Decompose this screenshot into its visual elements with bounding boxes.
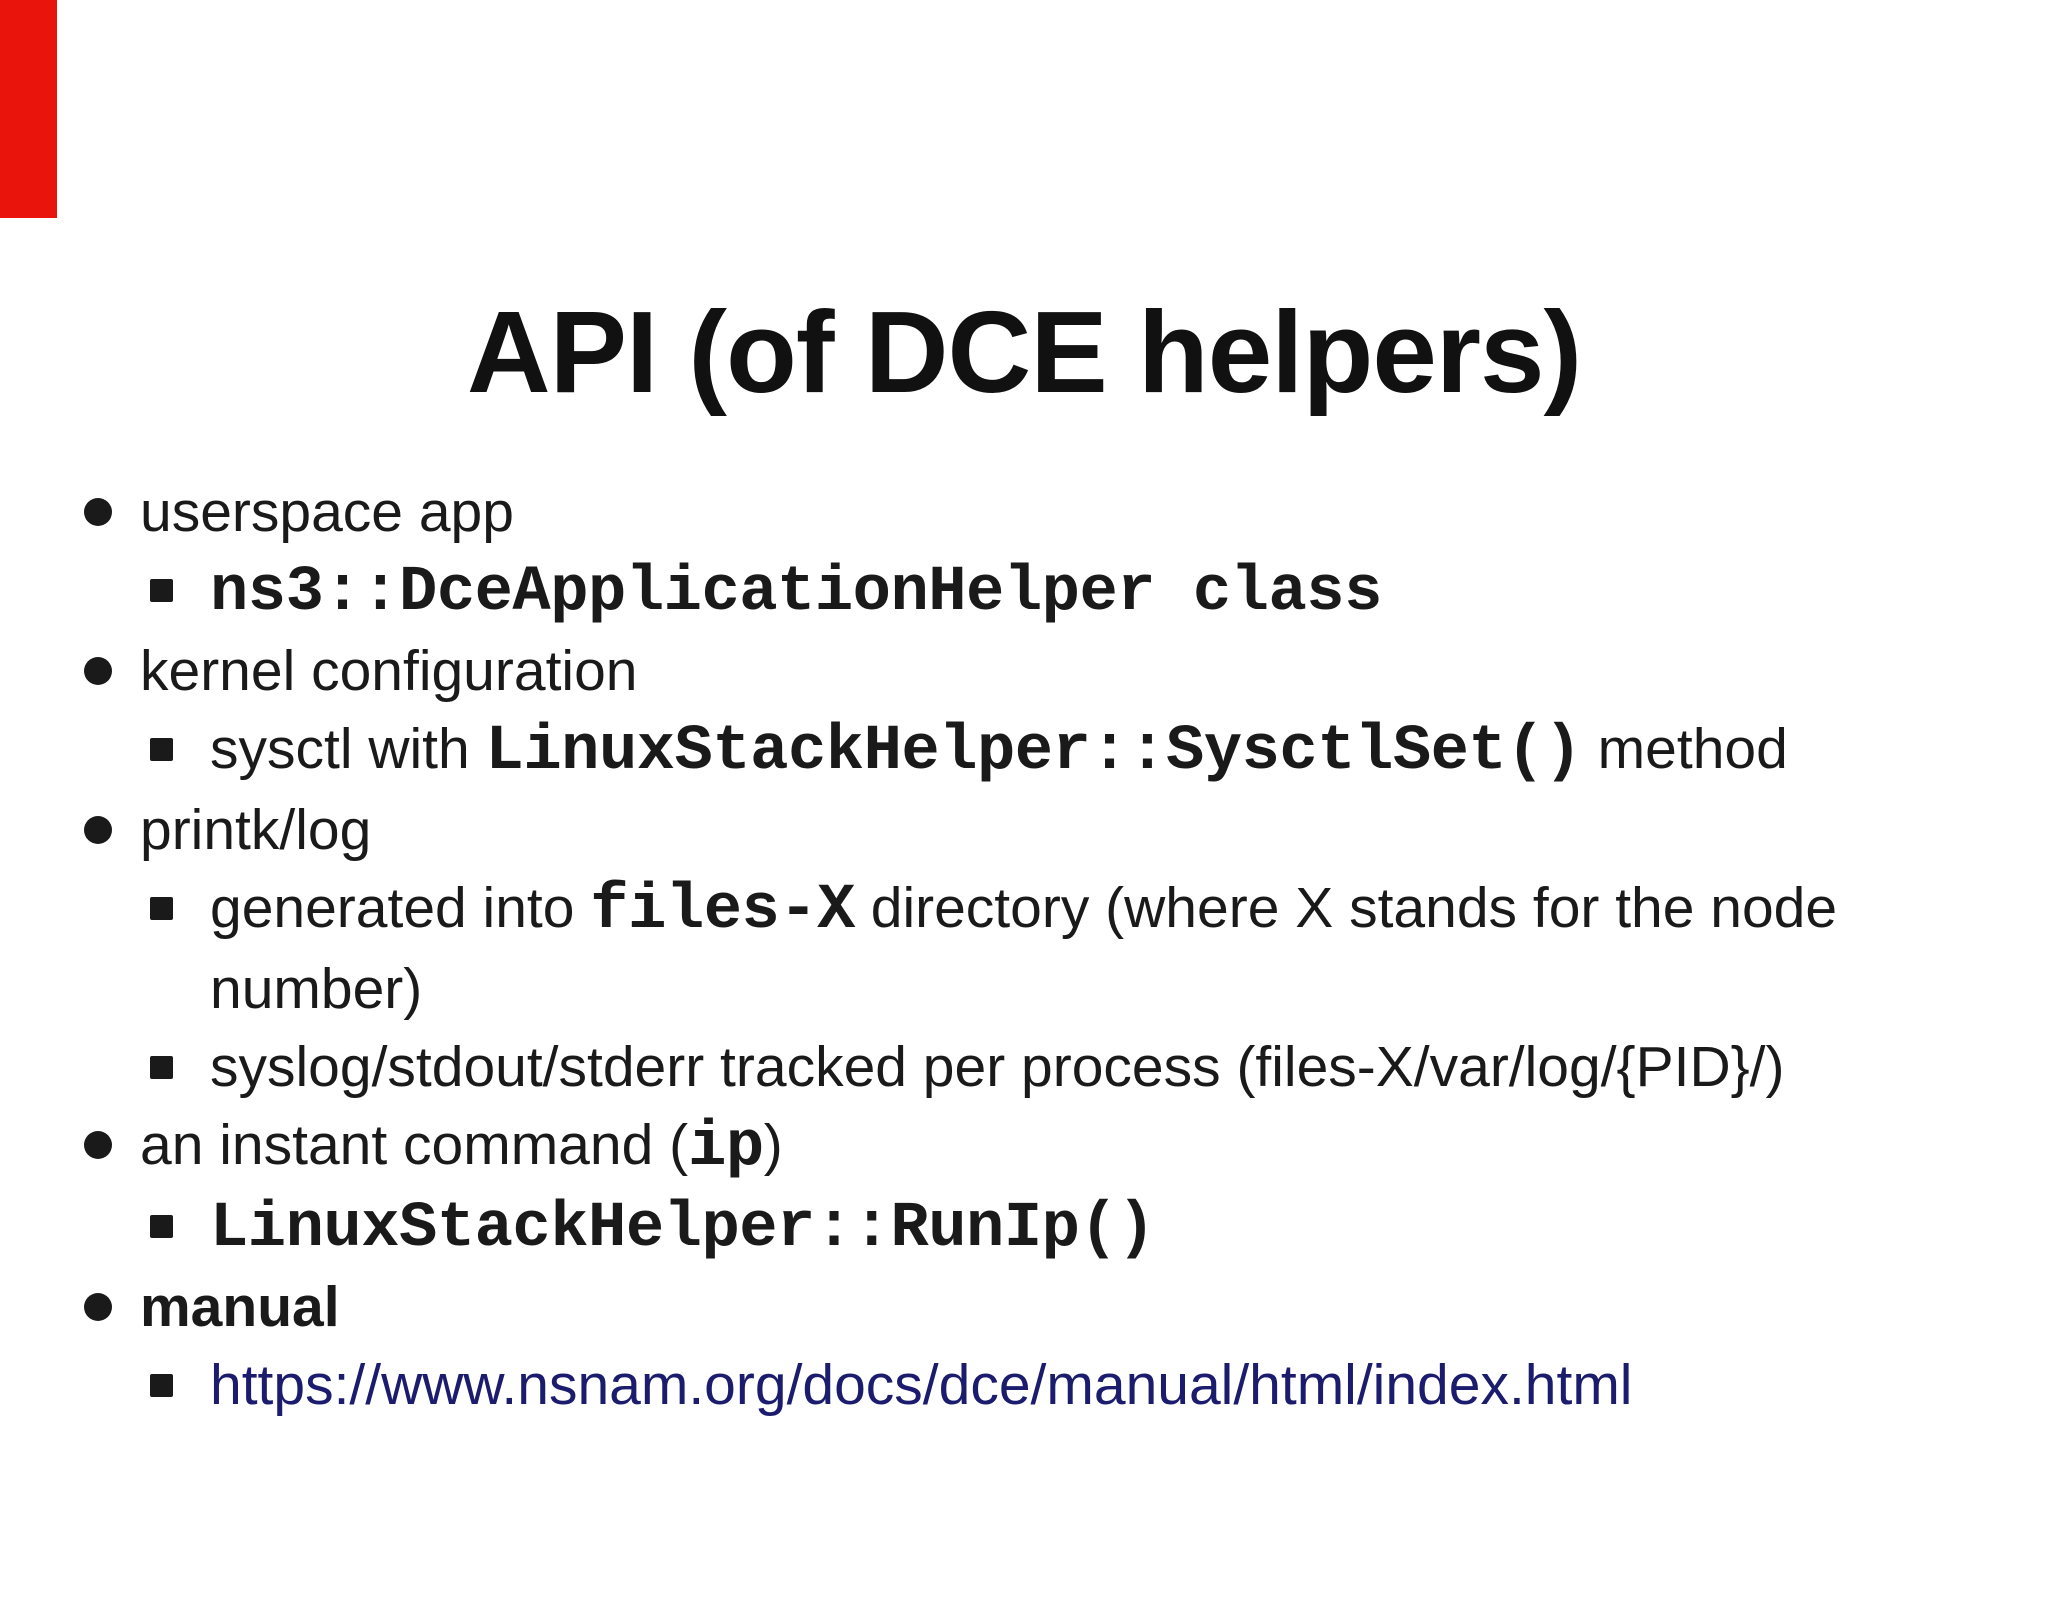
bullet-text: directory (where X stands for the node: [854, 876, 1838, 941]
bullet-item: an instant command (ip): [0, 1106, 1940, 1187]
bullet-dot-icon: [84, 1131, 112, 1160]
bullet-square-icon: [150, 738, 173, 762]
bullet-square-icon: [150, 1215, 173, 1239]
bullet-square-icon: [150, 579, 173, 603]
sub-bullet-item: https://www.nsnam.org/docs/dce/manual/ht…: [0, 1346, 1970, 1424]
manual-link[interactable]: https://www.nsnam.org/docs/dce/manual/ht…: [210, 1353, 1633, 1418]
bullet-text: generated into: [210, 876, 591, 941]
sub-bullet-item: ns3::DceApplicationHelper class: [0, 551, 1970, 632]
inline-code: LinuxStackHelper::SysctlSet(): [485, 716, 1583, 789]
bullet-square-icon: [150, 1374, 173, 1398]
bullet-text: ): [763, 1113, 783, 1178]
bullet-text: method: [1581, 717, 1788, 782]
bullet-dot-icon: [84, 498, 112, 527]
sub-bullet-item: syslog/stdout/stderr tracked per process…: [0, 1028, 1970, 1106]
slide-title: API (of DCE helpers): [466, 287, 1582, 417]
bullet-text: manual: [140, 1275, 340, 1340]
bullet-dot-icon: [84, 1293, 112, 1322]
bullet-dot-icon: [84, 657, 112, 686]
bullet-item: kernel configuration: [0, 632, 1940, 710]
bullet-dot-icon: [84, 816, 112, 845]
bullet-square-icon: [150, 897, 173, 921]
bullet-item: userspace app: [0, 473, 1940, 551]
bullet-text: printk/log: [140, 798, 372, 863]
inline-code: LinuxStackHelper::RunIp(): [210, 1193, 1156, 1266]
red-marker-bar: [0, 0, 57, 218]
inline-code: ip: [688, 1112, 764, 1185]
sub-bullet-item: sysctl with LinuxStackHelper::SysctlSet(…: [0, 710, 1970, 791]
inline-code: files-X: [590, 875, 855, 948]
sub-bullet-item: LinuxStackHelper::RunIp(): [0, 1187, 1970, 1268]
sub-bullet-item: generated into files-X directory (where …: [0, 869, 1970, 1028]
bullet-square-icon: [150, 1056, 173, 1080]
bullet-text: kernel configuration: [140, 639, 638, 704]
bullet-text: an instant command (: [140, 1113, 689, 1178]
bullet-text: userspace app: [140, 480, 514, 545]
bullet-text: number): [210, 957, 423, 1022]
bullet-item: manual: [0, 1268, 1940, 1346]
bullet-text: syslog/stdout/stderr tracked per process…: [210, 1035, 1785, 1100]
bullet-item: printk/log: [0, 791, 1940, 869]
bullet-text: sysctl with: [210, 717, 486, 782]
inline-code: ns3::DceApplicationHelper class: [210, 557, 1382, 630]
